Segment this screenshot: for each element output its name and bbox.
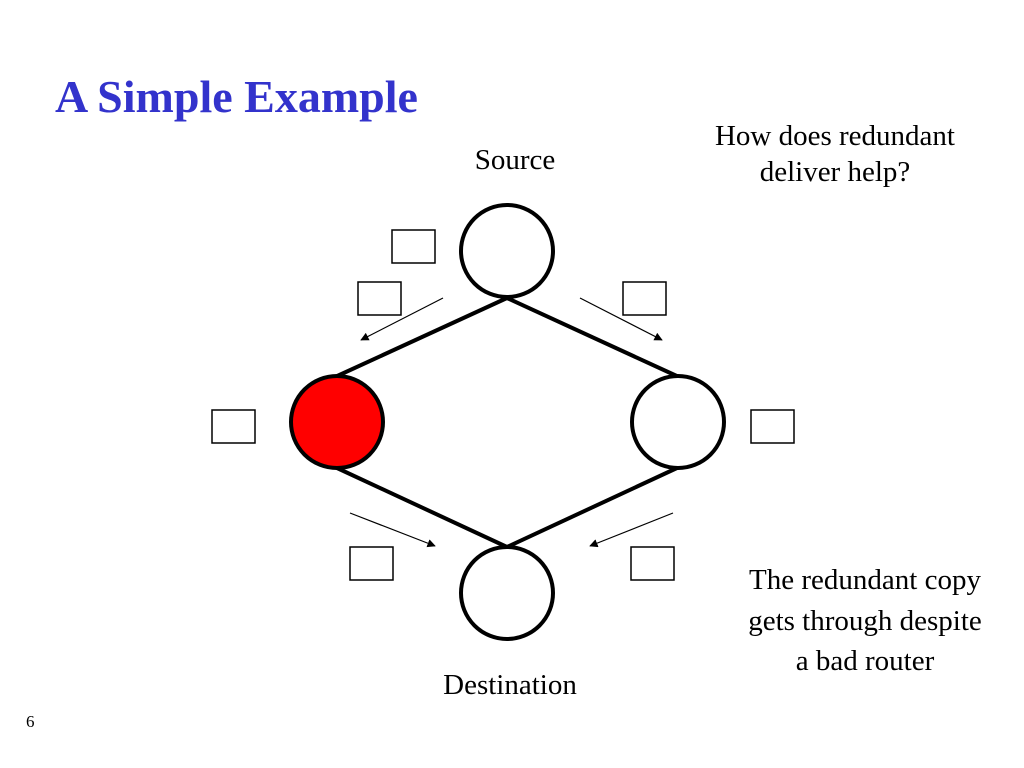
link-left-destination [336, 466, 508, 549]
link-source-right [506, 296, 680, 379]
bad-router-node [289, 374, 385, 470]
link-source-left [334, 296, 508, 379]
right-router-node [630, 374, 726, 470]
slide-title: A Simple Example [55, 71, 418, 122]
destination-node [459, 545, 555, 641]
packet-box [349, 546, 394, 581]
packet-box [630, 546, 675, 581]
arrow-left-to-destination [349, 512, 436, 548]
question-text: How does redundant deliver help? [714, 120, 955, 189]
packet-box [211, 409, 256, 444]
slide-number: 6 [26, 712, 35, 731]
arrow-source-to-right [579, 297, 663, 341]
packet-box [622, 281, 667, 316]
explanation-text: The redundant copy gets through despite … [748, 564, 982, 678]
source-node [459, 203, 555, 299]
arrow-source-to-left [360, 297, 444, 341]
packet-box [357, 281, 402, 316]
arrow-right-to-destination [589, 512, 674, 548]
packet-box [750, 409, 795, 444]
link-right-destination [506, 466, 678, 549]
packet-box [391, 229, 436, 264]
destination-label: Destination [443, 669, 577, 701]
source-label: Source [474, 144, 556, 176]
